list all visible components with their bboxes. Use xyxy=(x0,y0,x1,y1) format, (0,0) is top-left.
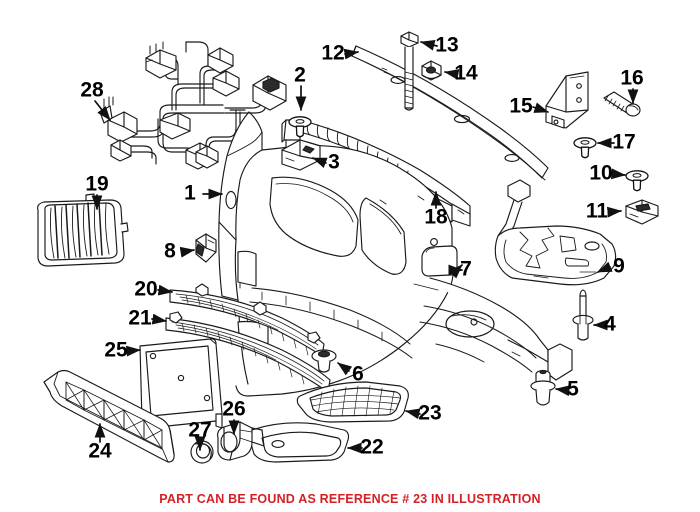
part-flange-nut xyxy=(421,60,442,81)
part-long-pin-rivet xyxy=(572,289,594,341)
part-fog-grille-mesh xyxy=(296,381,409,423)
callout-number-27: 27 xyxy=(188,419,211,442)
part-expanding-rivet xyxy=(530,369,556,406)
part-impact-beam xyxy=(351,45,549,181)
callout-number-2: 2 xyxy=(294,64,306,87)
callout-number-23: 23 xyxy=(418,402,441,425)
part-push-pin-small xyxy=(625,170,649,192)
part-license-bracket xyxy=(139,338,223,429)
callout-number-3: 3 xyxy=(328,151,340,174)
part-clip-nut xyxy=(625,199,659,225)
callout-number-8: 8 xyxy=(164,240,176,263)
callout-number-14: 14 xyxy=(454,62,478,85)
part-side-clip xyxy=(195,233,217,263)
exploded-parts-illustration: 1234567891011121314151617181920212223242… xyxy=(37,31,659,464)
callout-number-13: 13 xyxy=(435,34,458,57)
callout-number-25: 25 xyxy=(104,339,128,362)
part-screw xyxy=(603,91,641,117)
callout-number-5: 5 xyxy=(567,378,579,401)
callout-number-21: 21 xyxy=(128,307,152,330)
part-kidney-grille xyxy=(37,193,129,267)
reference-caption: PART CAN BE FOUND AS REFERENCE # 23 IN I… xyxy=(159,492,541,506)
callout-number-1: 1 xyxy=(184,182,196,205)
part-energy-absorber-side xyxy=(494,179,617,286)
part-bumper-corner-right xyxy=(413,277,573,381)
part-hex-bolt xyxy=(400,31,419,111)
part-push-pin-large xyxy=(573,137,597,159)
part-sensor-cap xyxy=(190,440,214,464)
callout-number-16: 16 xyxy=(620,67,643,90)
part-bracket-clip xyxy=(281,139,321,171)
part-lower-carrier xyxy=(43,369,175,463)
callout-number-28: 28 xyxy=(80,79,104,102)
callout-number-18: 18 xyxy=(424,206,448,229)
part-pdc-sensor xyxy=(217,421,265,461)
callout-number-6: 6 xyxy=(352,363,364,386)
callout-number-9: 9 xyxy=(613,255,625,278)
callout-number-20: 20 xyxy=(134,278,157,301)
callout-number-15: 15 xyxy=(509,95,533,118)
callout-number-10: 10 xyxy=(589,162,612,185)
callout-number-24: 24 xyxy=(88,440,112,463)
part-wiring-harness xyxy=(99,41,287,170)
part-grommet xyxy=(311,349,337,373)
part-mesh-grille-lower xyxy=(165,311,331,393)
callout-number-19: 19 xyxy=(85,173,108,196)
callout-number-26: 26 xyxy=(222,398,245,421)
callout-number-7: 7 xyxy=(460,258,472,281)
part-mount-bracket xyxy=(545,71,589,129)
callout-number-11: 11 xyxy=(586,200,609,223)
callout-number-12: 12 xyxy=(321,42,344,65)
callout-number-22: 22 xyxy=(360,436,383,459)
callout-number-17: 17 xyxy=(612,131,635,154)
callout-number-4: 4 xyxy=(604,313,616,336)
part-tow-hook-cover xyxy=(421,245,458,277)
part-trim-cover xyxy=(249,422,350,463)
